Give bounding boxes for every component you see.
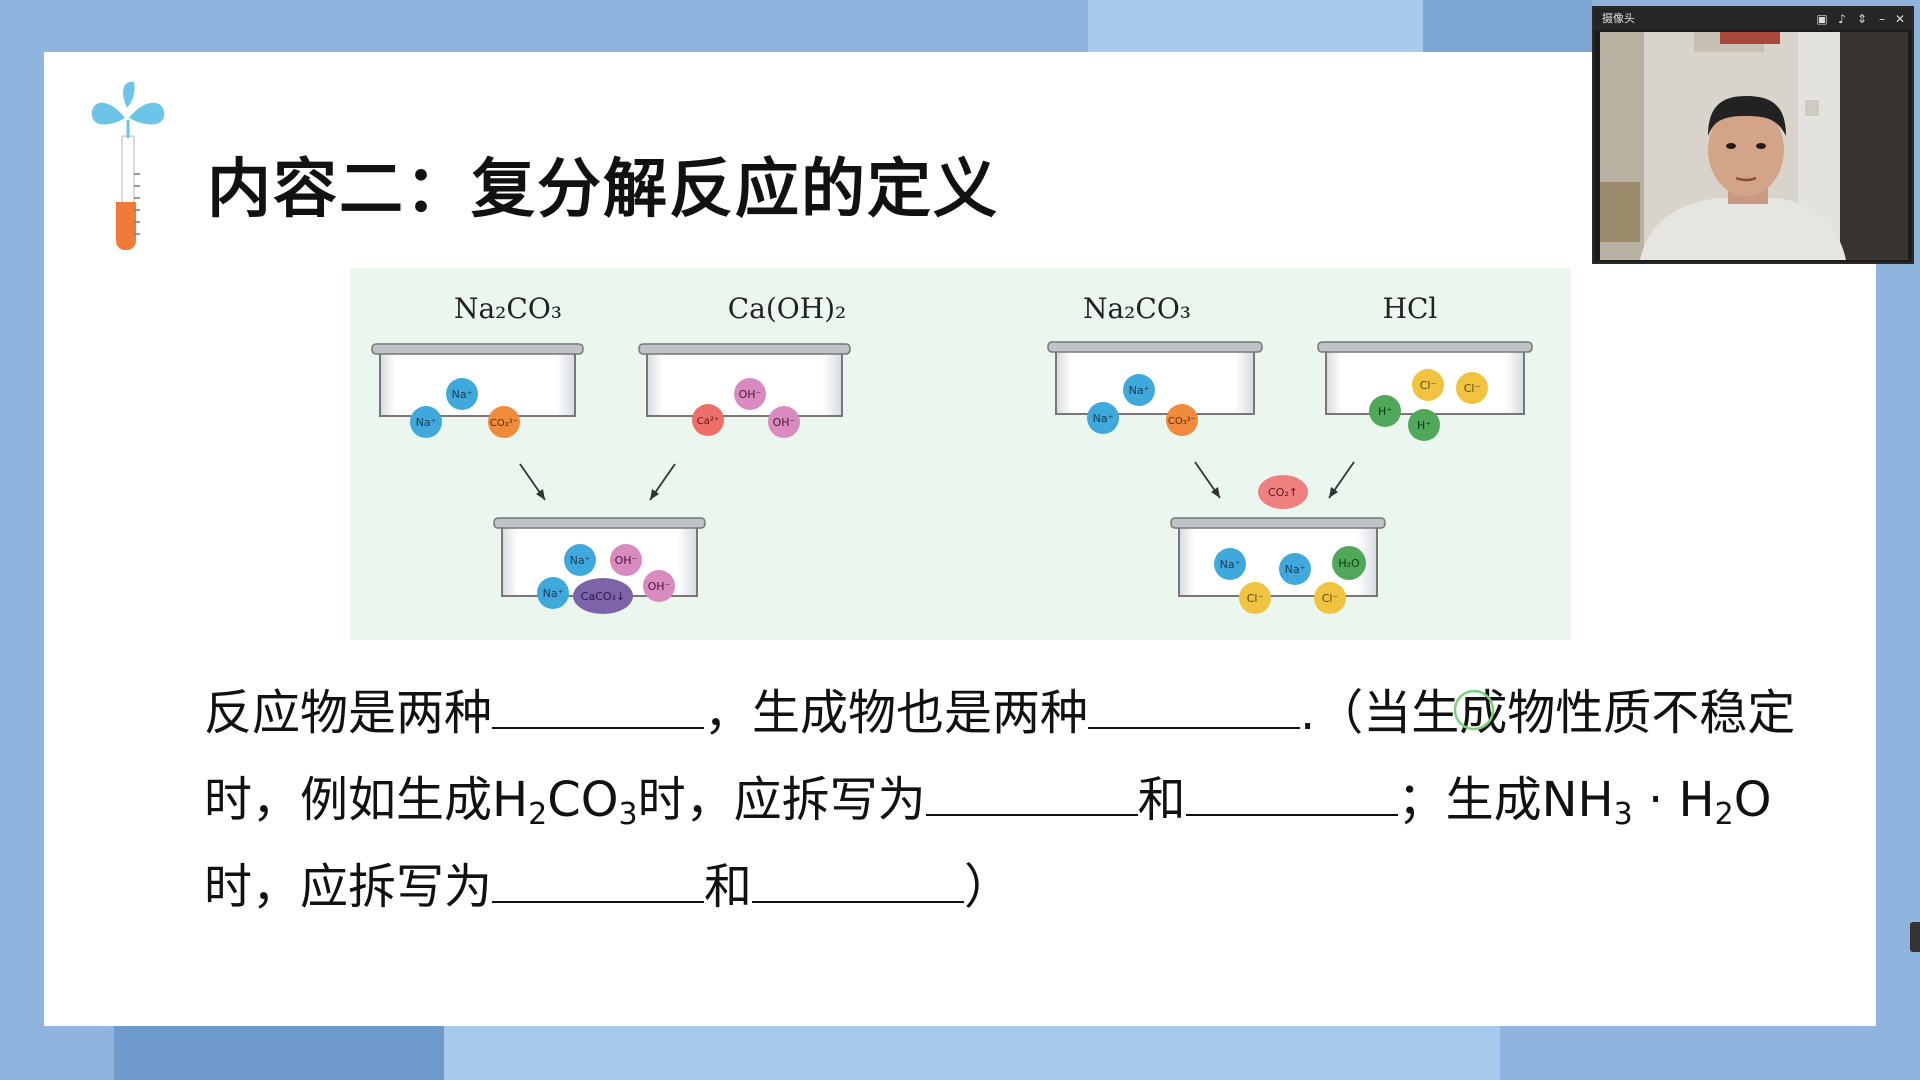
ion-oh — [768, 406, 800, 438]
answer-blank[interactable] — [1185, 760, 1398, 816]
fill-in-line-3: 时，应拆写为和） — [204, 844, 1824, 931]
ion-na — [1087, 402, 1119, 434]
svg-text:Na⁺: Na⁺ — [1093, 412, 1114, 425]
reaction-figure: Na₂CO₃ Na⁺ Na⁺ CO₃²⁻ Ca(OH)₂ OH⁻ Ca²⁺ OH… — [350, 268, 1571, 640]
right-beaker1: Na⁺ Na⁺ CO₃²⁻ — [1047, 341, 1263, 436]
minimize-icon[interactable]: – — [1879, 12, 1885, 26]
answer-blank[interactable] — [492, 847, 705, 903]
resize-icon[interactable]: ⇕ — [1856, 12, 1868, 26]
left-product-beaker: Na⁺ OH⁻ Na⁺ CaCO₃↓ OH⁻ — [493, 517, 706, 614]
ion-na — [1279, 553, 1311, 585]
pin-icon[interactable]: ▣ — [1816, 12, 1828, 26]
svg-text:H⁺: H⁺ — [1417, 419, 1431, 432]
webcam-title: 摄像头 — [1602, 12, 1635, 25]
fill-in-line-2: 时，例如生成H2CO3时，应拆写为和；生成NH3 · H2O — [204, 757, 1824, 844]
svg-text:OH⁻: OH⁻ — [615, 554, 638, 567]
fill-in-line-1: 反应物是两种，生成物也是两种.（当生成物性质不稳定 — [204, 670, 1824, 757]
svg-text:Cl⁻: Cl⁻ — [1464, 382, 1481, 395]
ion-na — [446, 378, 478, 410]
svg-text:Na⁺: Na⁺ — [1220, 558, 1241, 571]
right-beaker2-label: HCl — [1383, 292, 1438, 325]
side-handle[interactable] — [1910, 922, 1920, 952]
ion-na — [410, 406, 442, 438]
ion-h — [1408, 409, 1440, 441]
precipitate-caco3 — [573, 578, 633, 614]
svg-text:Na⁺: Na⁺ — [452, 388, 473, 401]
svg-text:Na⁺: Na⁺ — [1285, 563, 1306, 576]
webcam-video — [1600, 32, 1908, 260]
svg-text:H⁺: H⁺ — [1378, 405, 1392, 418]
answer-blank[interactable] — [925, 760, 1138, 816]
close-icon[interactable]: ✕ — [1894, 12, 1906, 26]
gas-co2 — [1258, 475, 1308, 509]
left-beaker2-label: Ca(OH)₂ — [728, 292, 847, 325]
svg-text:OH⁻: OH⁻ — [739, 388, 762, 401]
molecule-h2o — [1332, 546, 1366, 580]
ion-na — [537, 577, 569, 609]
arrowhead — [1329, 487, 1338, 498]
webcam-titlebar[interactable]: 摄像头 ▣ ♪ ⇕ – ✕ — [1594, 8, 1912, 30]
svg-text:CaCO₃↓: CaCO₃↓ — [581, 590, 625, 603]
arrowhead — [536, 489, 545, 500]
svg-text:Na⁺: Na⁺ — [570, 554, 591, 567]
svg-text:Cl⁻: Cl⁻ — [1322, 592, 1339, 605]
ion-h — [1369, 395, 1401, 427]
svg-text:Cl⁻: Cl⁻ — [1247, 592, 1264, 605]
arrowhead — [650, 489, 659, 500]
svg-text:OH⁻: OH⁻ — [773, 416, 796, 429]
svg-text:Ca²⁺: Ca²⁺ — [697, 416, 719, 427]
left-beaker1-label: Na₂CO₃ — [454, 292, 562, 325]
reaction-diagram: Na₂CO₃ Na⁺ Na⁺ CO₃²⁻ Ca(OH)₂ OH⁻ Ca²⁺ OH… — [371, 292, 1533, 614]
svg-text:Na⁺: Na⁺ — [543, 587, 564, 600]
slide-title: 内容二：复分解反应的定义 — [207, 153, 999, 227]
svg-text:OH⁻: OH⁻ — [648, 580, 671, 593]
right-beaker2: Cl⁻ Cl⁻ H⁺ H⁺ — [1317, 341, 1533, 441]
svg-text:Na⁺: Na⁺ — [416, 416, 437, 429]
ion-co3 — [1166, 404, 1198, 436]
svg-text:Cl⁻: Cl⁻ — [1420, 379, 1437, 392]
bg-band-bottom-dark — [114, 1026, 444, 1080]
ion-oh — [643, 570, 675, 602]
ion-na — [564, 544, 596, 576]
webcam-window[interactable]: 摄像头 ▣ ♪ ⇕ – ✕ — [1592, 6, 1914, 264]
ion-oh — [610, 544, 642, 576]
answer-blank[interactable] — [492, 673, 705, 729]
fill-in-text: 反应物是两种，生成物也是两种.（当生成物性质不稳定 时，例如生成H2CO3时，应… — [204, 670, 1824, 931]
ion-na — [1123, 374, 1155, 406]
cursor-highlight-icon — [1453, 689, 1495, 731]
test-tube-sprout-icon — [91, 81, 165, 250]
ion-cl — [1314, 582, 1346, 614]
webcam-person-image — [1600, 32, 1908, 260]
right-beaker1-label: Na₂CO₃ — [1083, 292, 1191, 325]
bg-band-top-light — [1088, 0, 1423, 52]
answer-blank[interactable] — [752, 847, 965, 903]
ion-na — [1214, 548, 1246, 580]
bg-band-bottom-light — [444, 1026, 1500, 1080]
arrowhead — [1211, 487, 1220, 498]
svg-text:Na⁺: Na⁺ — [1129, 384, 1150, 397]
svg-text:H₂O: H₂O — [1338, 557, 1360, 570]
left-beaker1: Na⁺ Na⁺ CO₃²⁻ — [371, 343, 584, 438]
bg-band-top-dark — [1423, 0, 1592, 52]
ion-oh — [734, 378, 766, 410]
svg-text:CO₂↑: CO₂↑ — [1268, 486, 1298, 499]
svg-text:CO₃²⁻: CO₃²⁻ — [490, 418, 518, 429]
ion-ca — [692, 404, 724, 436]
svg-text:CO₃²⁻: CO₃²⁻ — [1168, 416, 1196, 427]
ion-cl — [1239, 582, 1271, 614]
ion-cl — [1412, 369, 1444, 401]
ion-cl — [1456, 372, 1488, 404]
ion-co3 — [488, 406, 520, 438]
answer-blank[interactable] — [1088, 673, 1301, 729]
right-product-beaker: Na⁺ Na⁺ H₂O Cl⁻ Cl⁻ — [1170, 517, 1386, 614]
audio-icon[interactable]: ♪ — [1838, 12, 1846, 26]
left-beaker2: OH⁻ Ca²⁺ OH⁻ — [638, 343, 851, 438]
